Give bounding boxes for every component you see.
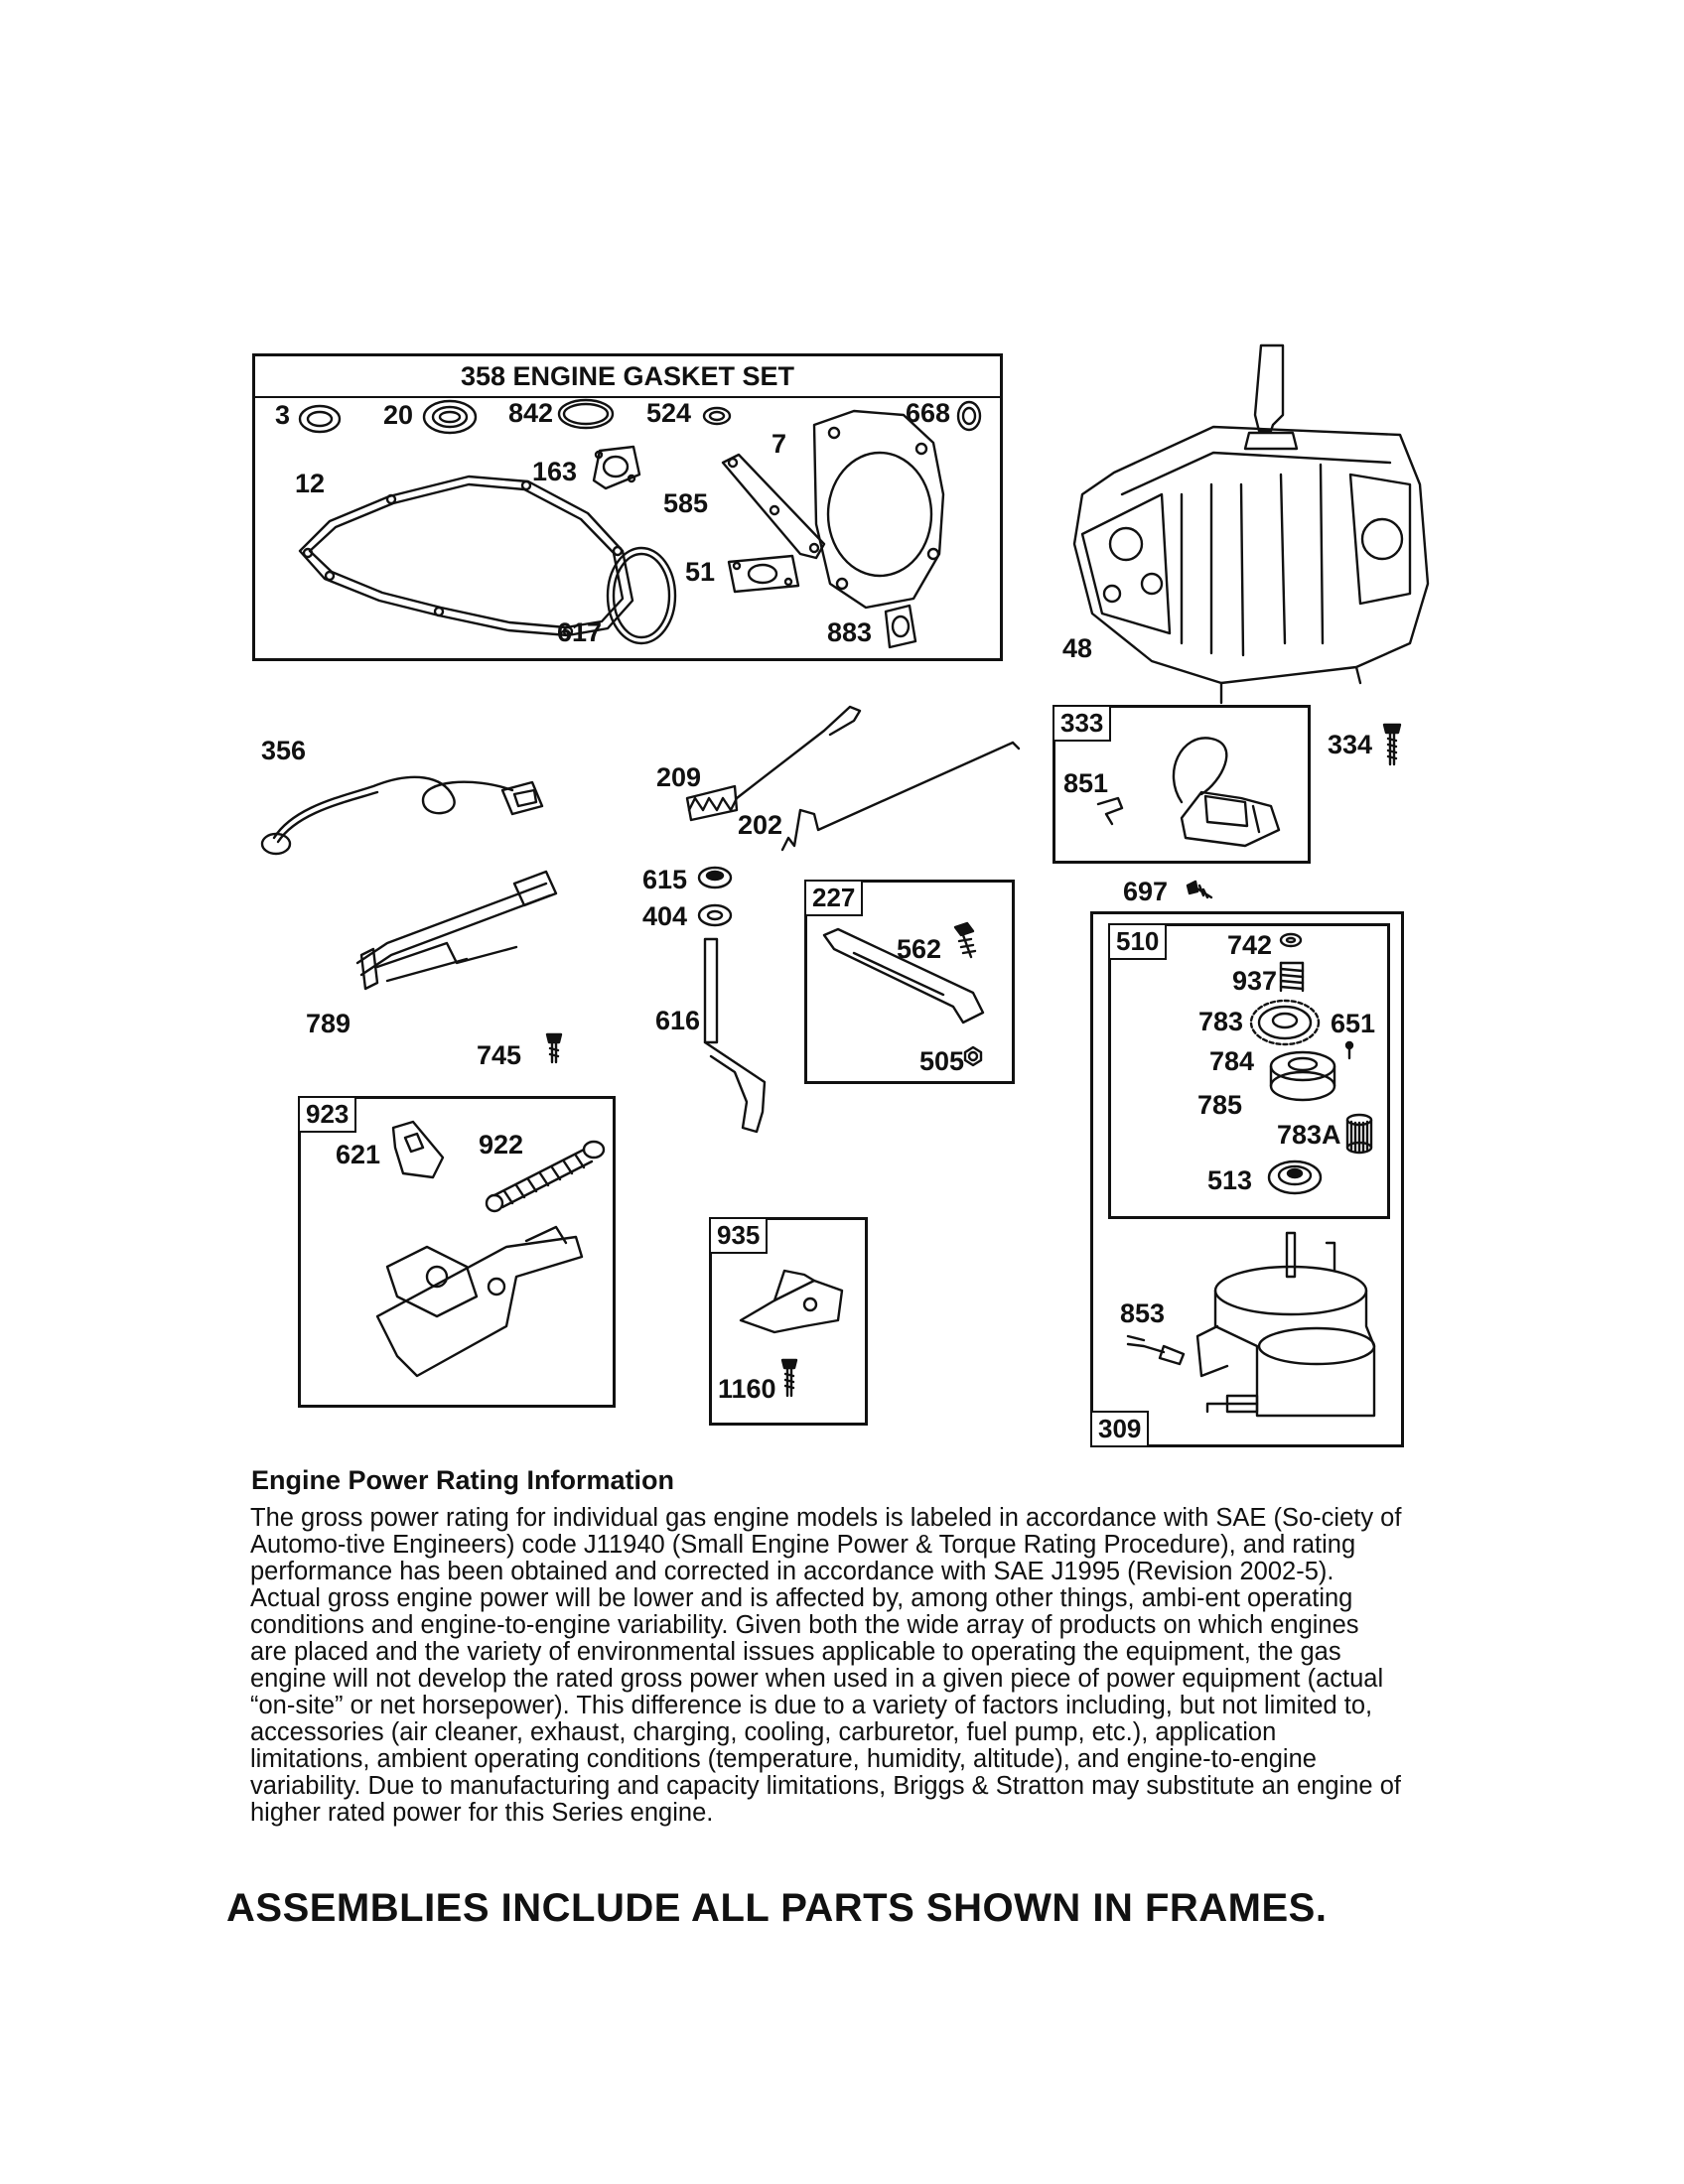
part-label-562: 562: [897, 934, 942, 964]
part-label-524: 524: [646, 398, 692, 428]
part-label-616: 616: [655, 1006, 701, 1035]
frame-333: 333: [1052, 705, 1311, 864]
part-label-785: 785: [1197, 1090, 1243, 1120]
valve-seal-icon: [956, 400, 982, 432]
frame-tag-333: 333: [1052, 705, 1112, 742]
part-label-356: 356: [261, 736, 307, 765]
gasket-set-frame: 358 ENGINE GASKET SET: [252, 353, 1003, 661]
washer-icon: [697, 903, 733, 927]
part-label-615: 615: [642, 865, 688, 894]
frame-tag-510: 510: [1108, 923, 1168, 960]
cylinder-head-gasket-icon: [812, 409, 945, 610]
bracket-621-icon: [391, 1120, 445, 1179]
part-label-202: 202: [738, 810, 783, 840]
governor-crank-icon: [703, 937, 767, 1134]
oil-seal-icon: [422, 399, 478, 435]
screw-1160-icon: [780, 1358, 798, 1398]
part-label-745: 745: [477, 1040, 522, 1070]
frame-tag-227: 227: [804, 880, 864, 916]
crankcase-gasket-icon: [298, 475, 634, 637]
exhaust-gasket-icon: [727, 554, 800, 594]
info-heading: Engine Power Rating Information: [251, 1465, 675, 1495]
frame-tag-935: 935: [709, 1217, 769, 1254]
gasket-set-title: 358 ENGINE GASKET SET: [255, 356, 1000, 398]
spring-937-icon: [1279, 961, 1305, 993]
part-label-163: 163: [532, 457, 578, 486]
assemblies-note: ASSEMBLIES INCLUDE ALL PARTS SHOWN IN FR…: [226, 1886, 1328, 1930]
part-label-12: 12: [295, 469, 326, 498]
small-gasket-icon: [884, 604, 917, 649]
screw-334-icon: [1382, 723, 1402, 766]
part-label-697: 697: [1123, 877, 1169, 906]
part-label-513: 513: [1207, 1165, 1253, 1195]
intake-gasket-icon: [721, 453, 826, 560]
part-label-3: 3: [275, 400, 291, 430]
part-label-742: 742: [1227, 930, 1273, 960]
part-label-617: 617: [557, 617, 603, 647]
part-label-937: 937: [1232, 966, 1278, 996]
part-label-1160: 1160: [718, 1374, 776, 1404]
frame-309: 309: [1090, 911, 1404, 1447]
info-body: The gross power rating for individual ga…: [250, 1504, 1402, 1827]
part-label-51: 51: [685, 557, 716, 587]
cap-513-icon: [1267, 1160, 1323, 1195]
ground-wire-icon: [260, 775, 544, 856]
frame-227: 227: [804, 880, 1015, 1084]
part-label-651: 651: [1331, 1009, 1376, 1038]
part-label-851: 851: [1063, 768, 1109, 798]
part-label-7: 7: [772, 429, 787, 459]
retainer-742-icon: [1279, 932, 1303, 948]
engine-block-icon: [1072, 343, 1430, 705]
carburetor-gasket-icon: [592, 445, 641, 490]
nut-505-icon: [963, 1045, 983, 1067]
part-label-783A: 783A: [1277, 1120, 1341, 1150]
part-label-404: 404: [642, 901, 688, 931]
part-label-585: 585: [663, 488, 709, 518]
starter-motor-icon: [1195, 1231, 1376, 1418]
part-label-48: 48: [1062, 633, 1093, 663]
clutch-784-icon: [1269, 1050, 1336, 1102]
governor-spring-icon: [685, 705, 862, 822]
part-label-784: 784: [1209, 1046, 1255, 1076]
part-label-842: 842: [508, 398, 554, 428]
governor-lever-icon: [822, 927, 985, 1024]
pin-651-icon: [1344, 1040, 1354, 1060]
part-label-621: 621: [336, 1140, 381, 1169]
part-label-883: 883: [827, 617, 873, 647]
part-label-209: 209: [656, 762, 702, 792]
clip-icon: [1096, 796, 1124, 826]
control-bracket-icon: [375, 1225, 584, 1378]
bracket-935-icon: [739, 1269, 844, 1334]
frame-935: 935: [709, 1217, 868, 1426]
o-ring-icon: [557, 398, 615, 430]
large-o-ring-icon: [606, 546, 677, 645]
connector-853-icon: [1126, 1334, 1186, 1366]
part-label-783: 783: [1198, 1007, 1244, 1036]
screw-562-icon: [953, 921, 977, 959]
small-o-ring-icon: [702, 406, 732, 426]
part-label-789: 789: [306, 1009, 351, 1038]
part-label-668: 668: [906, 398, 951, 428]
seal-ring-icon: [298, 404, 342, 434]
wire-harness-icon: [355, 870, 558, 991]
spring-922-icon: [485, 1140, 606, 1213]
part-label-922: 922: [479, 1130, 524, 1160]
part-label-505: 505: [919, 1046, 965, 1076]
part-label-20: 20: [383, 400, 414, 430]
pinion-783a-icon: [1345, 1113, 1373, 1155]
frame-tag-309: 309: [1090, 1411, 1150, 1447]
frame-923: 923: [298, 1096, 616, 1408]
ignition-armature-icon: [1172, 737, 1281, 848]
governor-link-icon: [780, 741, 1021, 852]
gear-783-icon: [1249, 999, 1321, 1046]
frame-510: 510: [1108, 923, 1390, 1219]
part-label-853: 853: [1120, 1298, 1166, 1328]
frame-tag-923: 923: [298, 1096, 357, 1133]
lock-nut-icon: [697, 866, 733, 889]
screw-697-icon: [1186, 880, 1213, 899]
screw-745-icon: [545, 1032, 563, 1064]
part-label-334: 334: [1328, 730, 1373, 759]
